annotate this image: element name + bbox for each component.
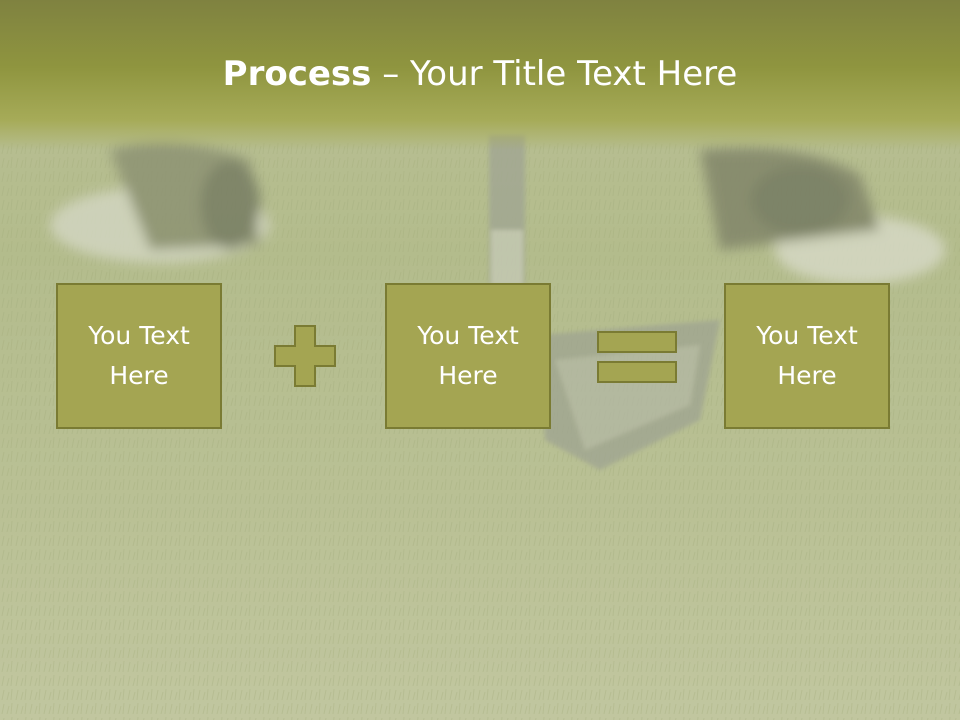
process-box-text: You Text Here xyxy=(393,316,543,396)
title-separator: – xyxy=(371,54,411,94)
process-box-text: You Text Here xyxy=(64,316,214,396)
title-text: Your Title Text Here xyxy=(410,54,738,94)
box-line-2: Here xyxy=(777,361,837,390)
process-box-2[interactable]: You Text Here xyxy=(385,283,551,429)
process-box-3[interactable]: You Text Here xyxy=(724,283,890,429)
title-bold: Process xyxy=(222,54,372,94)
plus-icon xyxy=(274,325,336,387)
box-line-2: Here xyxy=(109,361,169,390)
title-band xyxy=(0,0,960,150)
box-line-1: You Text xyxy=(756,321,858,350)
process-box-text: You Text Here xyxy=(732,316,882,396)
process-box-1[interactable]: You Text Here xyxy=(56,283,222,429)
box-line-1: You Text xyxy=(88,321,190,350)
slide-title: Process – Your Title Text Here xyxy=(0,52,960,96)
box-line-2: Here xyxy=(438,361,498,390)
box-line-1: You Text xyxy=(417,321,519,350)
equals-icon xyxy=(597,331,677,383)
